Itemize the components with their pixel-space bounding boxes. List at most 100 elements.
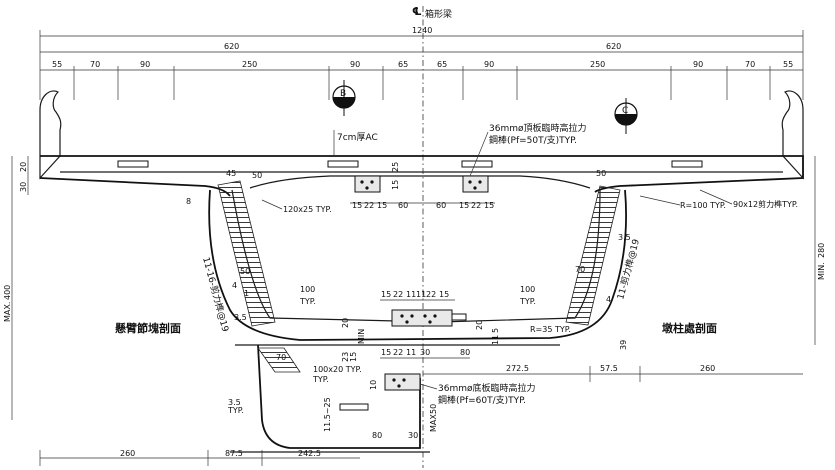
top-rib-60a: 60 [398,201,408,210]
right-web-shear-keys [565,185,621,326]
section-label-left: 懸臂節塊剖面 [115,321,181,335]
bottom-rib-e: 22 [426,290,436,299]
dim-half-left: 620 [224,42,239,51]
misc-4b: 4 [606,295,611,304]
misc-typ-b: TYP. [519,297,536,306]
bottom-dim-2425: 242.5 [298,449,321,458]
bottom-rib-a: 15 [381,290,391,299]
bottom-rib-c: 11 [406,290,416,299]
ac-note: 7cm厚AC [337,132,378,143]
top-bar-note-2: 鋼棒(Pf=50T/支)TYP. [489,134,577,146]
bottom-dim-875: 87.5 [225,449,243,458]
seg-dim-11: 70 [745,60,755,69]
seg-dim-3: 90 [140,60,150,69]
deck-slot-3 [461,160,493,168]
seg-dim-5: 90 [350,60,360,69]
misc-35b: 3.5 [618,233,631,242]
bottom-dim2-e: 80 [460,348,470,357]
misc-20a: 20 [341,318,350,328]
top-rib-22a: 22 [364,201,374,210]
misc-max: MAX. [429,412,438,432]
bottom-bar-note-2: 鋼棒(Pf=60T/支)TYP. [438,394,526,406]
top-anchor-plate-left [354,175,381,193]
misc-50max: 50 [429,404,438,414]
misc-11: 11 [491,335,500,345]
misc-35a: 3.5 [234,313,247,322]
top-bar-note-1: 36mmø頂板臨時高拉力 [489,122,587,134]
shear-left-top-note: 120x25 TYP. [283,205,332,214]
bottom-dim2-c: 11 [406,348,416,357]
r35-note: R=35 TYP. [530,325,571,334]
left-total-dim: 400 [3,285,12,300]
misc-100a: 100 [300,285,315,294]
bottom-rib-b: 22 [393,290,403,299]
misc-100b: 100 [520,285,535,294]
section-mark-c: C [622,106,628,116]
seg-dim-2: 70 [90,60,100,69]
misc-70a: 70 [276,353,286,362]
seg-dim-9: 250 [590,60,605,69]
deck-slot-1 [117,160,149,168]
left-20-dim: 20 [19,162,28,172]
seg-dim-4: 250 [242,60,257,69]
right-min-dim: MIN. [817,262,826,280]
misc-50a: 50 [252,171,262,180]
top-rib-15c: 15 [459,201,469,210]
misc-typ-a: TYP. [299,297,316,306]
shear-right-note: 90x12剪力榫TYP. [733,199,798,209]
top-rib-15b: 15 [377,201,387,210]
bottom-rib-f: 15 [439,290,449,299]
seg-dim-10: 90 [693,60,703,69]
bottom-dim2-a: 15 [381,348,391,357]
seg-dim-6: 65 [398,60,408,69]
bottom-dim2-d: 30 [420,348,430,357]
misc-115: 11.5~25 [323,397,332,432]
right-parapet [781,90,804,180]
seg-dim-1: 55 [52,60,62,69]
misc-39: 39 [619,340,628,350]
left-parapet [39,90,62,180]
deck-slot-4 [671,160,703,168]
misc-30: 30 [408,431,418,440]
shear-left-bottom-typ: TYP. [312,375,329,384]
seg-dim-12: 55 [783,60,793,69]
left-web-shear-keys [217,180,276,327]
top-rib-15a: 15 [352,201,362,210]
bottom-left-shear-keys [257,347,301,373]
top-plate-v15: 15 [391,180,400,190]
misc-min: MIN [357,329,366,344]
seg-dim-7: 65 [437,60,447,69]
misc-1: 1 [244,289,249,298]
top-rib-60b: 60 [436,201,446,210]
bottom-dim-2725: 272.5 [506,364,529,373]
bottom-dim2-b: 22 [393,348,403,357]
top-rib-15d: 15 [484,201,494,210]
misc-23: 23 [341,352,350,362]
top-plate-v25: 25 [391,162,400,172]
misc-50c: 50 [596,169,606,178]
misc-50b: 50 [240,267,250,276]
bottom-slot-2 [339,403,369,411]
misc-70b: 70 [575,265,585,274]
bottom-dim-260b: 260 [700,364,715,373]
cl-mark: ℄ [412,5,422,18]
left-30-dim: 30 [19,182,28,192]
shear-left-bottom-note: 100x20 TYP. [313,365,362,374]
r100-note: R=100 TYP. [680,201,726,210]
left-web-shear-label: 11-16-剪力榫@19 [200,256,232,334]
drawing-title: 箱形梁 [425,8,452,20]
bottom-anchor-plate-2 [384,373,421,391]
section-marker-c: C [614,98,638,134]
misc-45: 45 [226,169,236,178]
top-rib-22b: 22 [471,201,481,210]
misc-20b: 20 [475,320,484,330]
misc-8: 8 [186,197,191,206]
misc-35c: 3.5 [228,398,241,407]
dim-total: 1240 [412,26,432,35]
misc-10: 10 [369,380,378,390]
misc-15: 15 [349,352,358,362]
section-mark-b: B [340,89,346,99]
right-web-shear-label: 11-剪力榫@19 [614,237,642,300]
